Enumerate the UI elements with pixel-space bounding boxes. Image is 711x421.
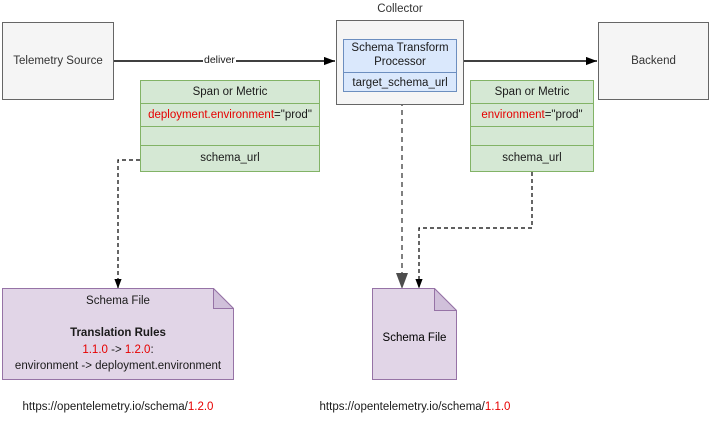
- record-right-attribute-key: environment: [481, 109, 545, 121]
- note-right-shape: [372, 288, 457, 380]
- caption-right-version: 1.1.0: [484, 401, 511, 413]
- node-backend-label: Backend: [631, 55, 676, 67]
- note-left-title: Schema File: [86, 295, 150, 307]
- record-right-empty-row: [471, 127, 593, 146]
- record-right-header: Span or Metric: [471, 81, 593, 104]
- record-left-empty-row: [141, 127, 319, 146]
- caption-schema-url-left: https://opentelemetry.io/schema/1.2.0: [2, 401, 234, 413]
- record-left-schema-url: schema_url: [200, 151, 260, 164]
- note-left-version-to: 1.2.0: [124, 343, 151, 356]
- caption-schema-url-right: https://opentelemetry.io/schema/1.1.0: [300, 401, 530, 413]
- caption-left-base: https://opentelemetry.io/schema/: [22, 401, 188, 413]
- node-schema-transform-processor[interactable]: Schema Transform Processor target_schema…: [343, 39, 457, 92]
- record-table-left[interactable]: Span or Metric deployment.environment="p…: [140, 80, 320, 172]
- note-left-rules-heading: Translation Rules: [70, 327, 166, 339]
- edge-label-deliver: deliver: [203, 54, 236, 66]
- caption-right-base: https://opentelemetry.io/schema/: [319, 401, 485, 413]
- note-left-content: Schema File Translation Rules 1.1.0 -> 1…: [2, 288, 234, 380]
- caption-left-version: 1.2.0: [187, 401, 214, 413]
- note-left-version-mapping: 1.1.0 -> 1.2.0:: [2, 342, 234, 359]
- edge-left-schema-ref: [114, 159, 140, 289]
- note-left-rule-line: environment -> deployment.environment: [14, 360, 222, 373]
- edge-right-schema-ref: [415, 172, 533, 289]
- record-table-right[interactable]: Span or Metric environment="prod" schema…: [470, 80, 594, 172]
- processor-title: Schema Transform Processor: [344, 40, 456, 73]
- record-left-attribute-key: deployment.environment: [148, 109, 275, 121]
- note-schema-file-right[interactable]: Schema File: [372, 288, 457, 380]
- note-schema-file-left[interactable]: Schema File Translation Rules 1.1.0 -> 1…: [2, 288, 234, 380]
- record-left-attribute: deployment.environment="prod": [141, 104, 319, 127]
- record-left-header: Span or Metric: [141, 81, 319, 104]
- record-left-attribute-value: ="prod": [274, 109, 312, 121]
- record-right-schema-url: schema_url: [502, 151, 562, 164]
- node-telemetry-source-label: Telemetry Source: [13, 55, 103, 67]
- processor-target-schema-url-field: target_schema_url: [352, 76, 448, 89]
- note-right-title: Schema File: [382, 332, 447, 344]
- node-collector-label: Collector: [377, 3, 423, 15]
- note-left-version-arrow: ->: [107, 343, 125, 356]
- note-left-version-colon: :: [150, 343, 154, 356]
- note-left-body: Translation Rules 1.1.0 -> 1.2.0: enviro…: [2, 325, 234, 375]
- node-backend[interactable]: Backend: [598, 22, 709, 100]
- note-left-shape: [2, 288, 234, 380]
- note-left-version-from: 1.1.0: [82, 343, 108, 356]
- record-right-attribute-value: ="prod": [544, 109, 583, 121]
- node-telemetry-source[interactable]: Telemetry Source: [2, 22, 114, 100]
- record-right-attribute: environment="prod": [471, 104, 593, 127]
